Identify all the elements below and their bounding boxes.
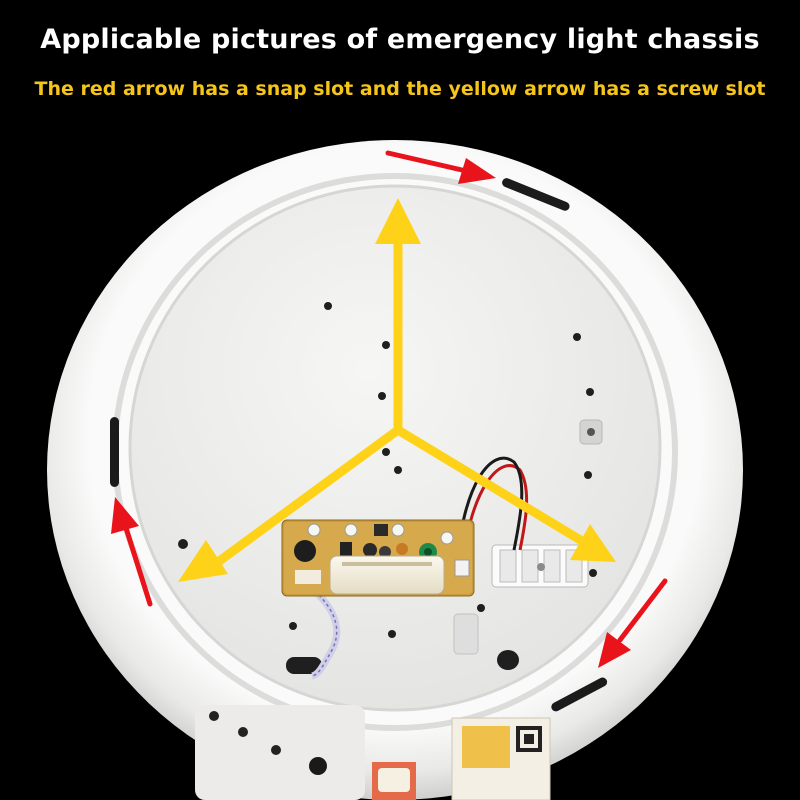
snap-slot-arrows xyxy=(111,150,668,668)
black-wire xyxy=(455,456,524,569)
battery xyxy=(329,555,445,595)
snap-slots xyxy=(110,178,608,712)
mounting-holes xyxy=(178,302,597,674)
page-title: Applicable pictures of emergency light c… xyxy=(40,24,760,55)
terminal-block xyxy=(491,544,589,588)
page-subtitle: The red arrow has a snap slot and the ye… xyxy=(34,78,766,100)
screw-slot-arrows xyxy=(178,198,616,582)
